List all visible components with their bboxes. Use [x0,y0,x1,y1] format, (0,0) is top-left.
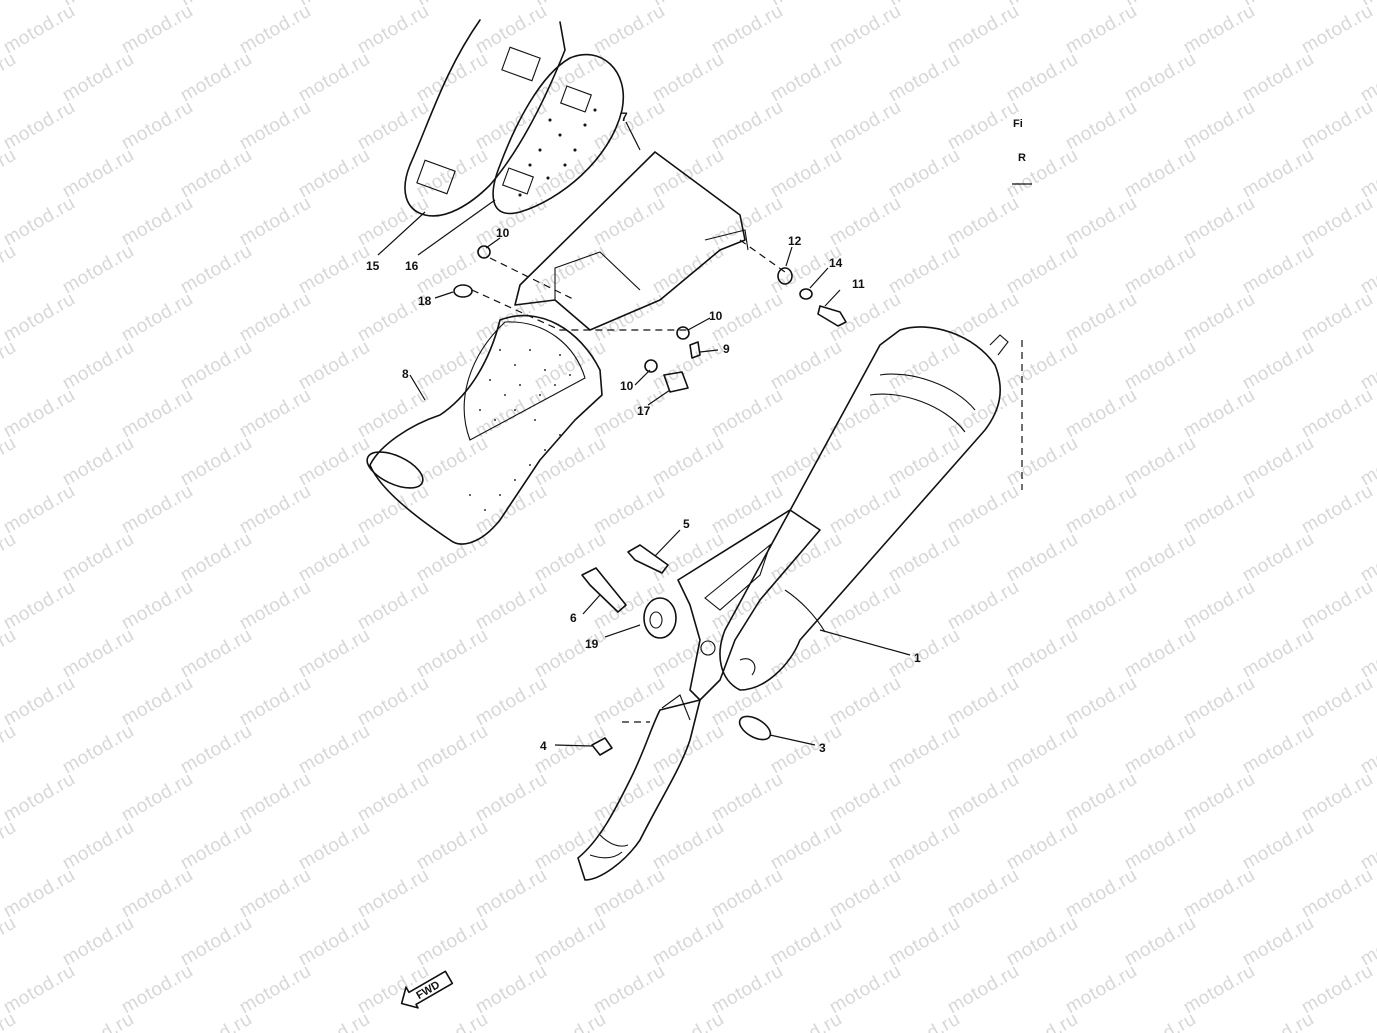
callout-10-a: 10 [496,226,510,240]
fwd-label: FWD [414,979,442,1002]
callout-8: 8 [402,367,409,381]
part-19-collar [643,597,677,639]
part-15-side-cover [404,19,566,217]
callout-numbers: 1 3 4 5 6 7 8 9 10 10 10 11 12 14 15 16 … [366,110,921,755]
header-fragment: Fi R [1012,118,1032,185]
callout-18: 18 [418,294,432,308]
corner-label-fig: Fi [1013,118,1023,130]
fwd-arrow: FWD [400,970,454,1009]
callout-15: 15 [366,259,380,273]
callout-14: 14 [829,256,843,270]
callout-9: 9 [723,342,730,356]
exhaust-pipe [577,694,701,881]
callout-10-b: 10 [709,309,723,323]
callout-16: 16 [405,259,419,273]
part-8-lower-protector [366,314,603,545]
corner-label-r: R [1018,152,1026,164]
callout-1: 1 [914,651,921,665]
callout-11: 11 [852,277,865,291]
callout-10-c: 10 [620,379,634,393]
part-7-upper-protector [514,151,749,331]
callout-5: 5 [683,517,690,531]
callout-17: 17 [637,404,651,418]
callout-12: 12 [788,234,802,248]
callout-19: 19 [585,637,599,651]
callout-7: 7 [621,110,628,124]
callout-6: 6 [570,611,577,625]
callout-4: 4 [540,739,547,753]
part-1-muffler [677,326,1009,701]
callout-3: 3 [819,741,826,755]
hardware-group [453,245,847,756]
leader-lines [377,121,1023,747]
part-16-damper [492,53,625,215]
